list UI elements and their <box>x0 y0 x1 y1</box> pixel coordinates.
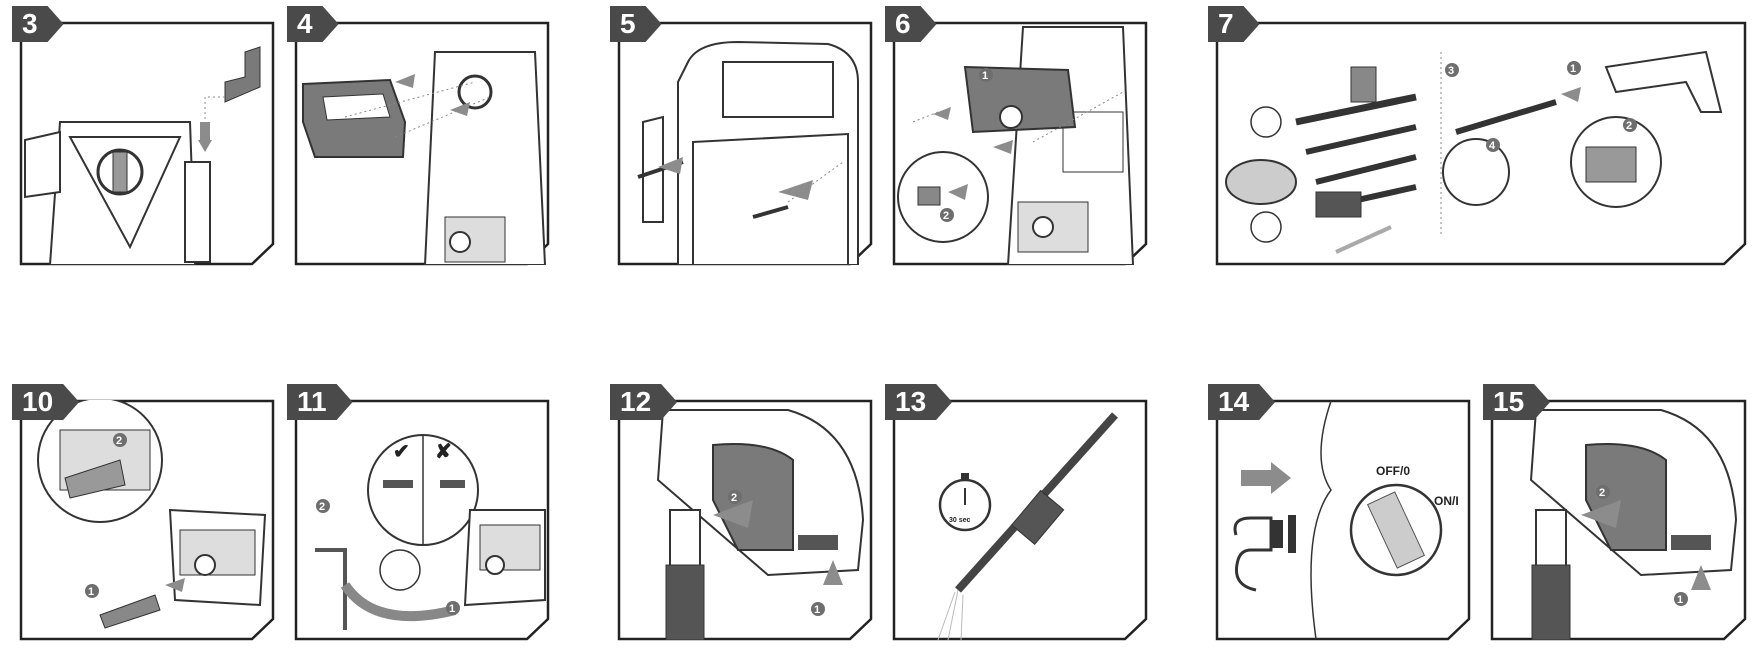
svg-text:1: 1 <box>814 604 820 616</box>
panel-frame <box>19 399 275 641</box>
panel-12: 12 <box>617 399 873 641</box>
panel-11: ✔ ✘ 11 <box>294 399 550 641</box>
svg-text:1: 1 <box>1677 594 1683 606</box>
panel-frame <box>1490 399 1747 641</box>
illustration-connect-inlet <box>37 400 267 629</box>
illustration-flush-lance: 30 sec <box>937 412 1118 640</box>
panel-frame <box>19 21 275 266</box>
step-marker: 1 <box>446 601 460 615</box>
panel-10: 10 <box>19 399 275 641</box>
step-badge: 11 <box>287 384 353 420</box>
svg-text:2: 2 <box>1599 487 1605 499</box>
step-badge: 10 <box>12 384 79 420</box>
illustration-release-trigger-lock <box>656 409 865 640</box>
step-marker: 1 <box>1674 592 1688 606</box>
step-badge: 13 <box>885 384 952 420</box>
step-badge: 12 <box>610 384 677 420</box>
panel-frame <box>617 21 873 266</box>
switch-off-label: OFF/0 <box>1376 464 1410 478</box>
step-marker: 3 <box>1445 63 1459 77</box>
panel-14: OFF/0 ON/I 14 <box>1215 399 1471 641</box>
switch-on-label: ON/I <box>1434 494 1459 508</box>
step-badge: 14 <box>1208 384 1275 420</box>
illustration-fasten-handle-screws <box>637 40 859 265</box>
svg-text:1: 1 <box>982 70 988 82</box>
svg-text:2: 2 <box>319 501 325 513</box>
panel-frame <box>892 21 1148 266</box>
panel-frame <box>617 399 873 641</box>
step-marker: 2 <box>940 208 954 222</box>
panel-5: 5 <box>617 21 873 266</box>
panel-3: 3 <box>19 21 275 266</box>
panel-7: 7 <box>1215 21 1747 266</box>
svg-text:2: 2 <box>116 435 122 447</box>
timer-label: 30 sec <box>949 517 971 524</box>
svg-text:4: 4 <box>1489 140 1496 152</box>
illustration-connect-water-hose: ✔ ✘ <box>315 434 546 630</box>
panel-frame <box>1215 21 1747 266</box>
svg-text:2: 2 <box>943 210 949 222</box>
panel-15: 15 <box>1490 399 1747 641</box>
step-marker: 2 <box>1596 485 1610 499</box>
step-marker: 2 <box>316 499 330 513</box>
step-marker: 2 <box>1623 118 1637 132</box>
step-marker: 2 <box>728 490 742 504</box>
svg-text:2: 2 <box>731 492 737 504</box>
ok-mark: ✔ <box>393 441 410 463</box>
step-marker: 1 <box>979 68 993 82</box>
panel-frame <box>294 399 550 641</box>
step-marker: 1 <box>811 602 825 616</box>
step-badge: 15 <box>1483 384 1550 420</box>
illustration-switch-on: OFF/0 ON/I <box>1233 400 1459 640</box>
panel-frame <box>892 399 1148 641</box>
step-marker: 1 <box>85 584 99 598</box>
step-marker: 4 <box>1486 138 1500 152</box>
no-mark: ✘ <box>435 441 452 463</box>
step-marker: 1 <box>1567 61 1581 75</box>
svg-text:2: 2 <box>1626 120 1632 132</box>
svg-text:1: 1 <box>88 586 94 598</box>
panel-frame <box>1215 399 1471 641</box>
svg-text:1: 1 <box>449 603 455 615</box>
illustration-attach-hook <box>24 46 261 265</box>
svg-text:1: 1 <box>1570 63 1576 75</box>
illustration-pull-trigger <box>1529 409 1738 640</box>
illustration-assemble-accessories <box>1225 50 1723 254</box>
panel-6: 6 <box>892 21 1148 266</box>
illustration-attach-bracket <box>897 26 1135 265</box>
svg-text:3: 3 <box>1448 65 1454 77</box>
illustration-attach-handle <box>302 51 547 265</box>
panel-13: 30 sec 13 <box>892 399 1148 641</box>
step-marker: 2 <box>113 433 127 447</box>
